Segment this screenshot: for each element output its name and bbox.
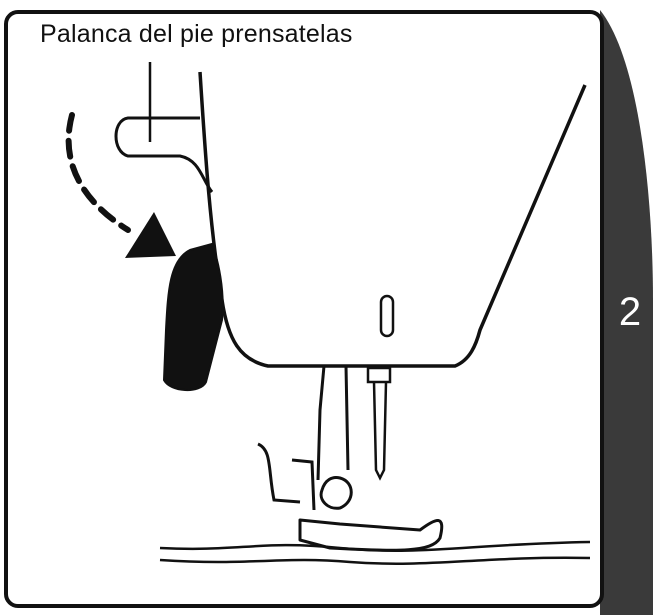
needle-bar — [316, 365, 350, 481]
figure-frame — [4, 10, 604, 608]
dashed-curved-arrow-icon — [65, 112, 131, 233]
foot-shank — [257, 442, 353, 511]
presser-foot-lever-label: Palanca del pie prensatelas — [40, 20, 353, 48]
fabric-bottom — [159, 556, 591, 565]
lever-lowered — [162, 242, 224, 391]
fabric-top — [159, 540, 591, 552]
section-number: 2 — [618, 290, 642, 334]
lever-raised — [114, 116, 214, 193]
needle-clamp — [366, 366, 392, 384]
head-slot — [379, 294, 395, 338]
machine-head — [198, 71, 587, 368]
needle — [372, 381, 388, 481]
up-triangle-arrow-icon — [125, 212, 176, 258]
